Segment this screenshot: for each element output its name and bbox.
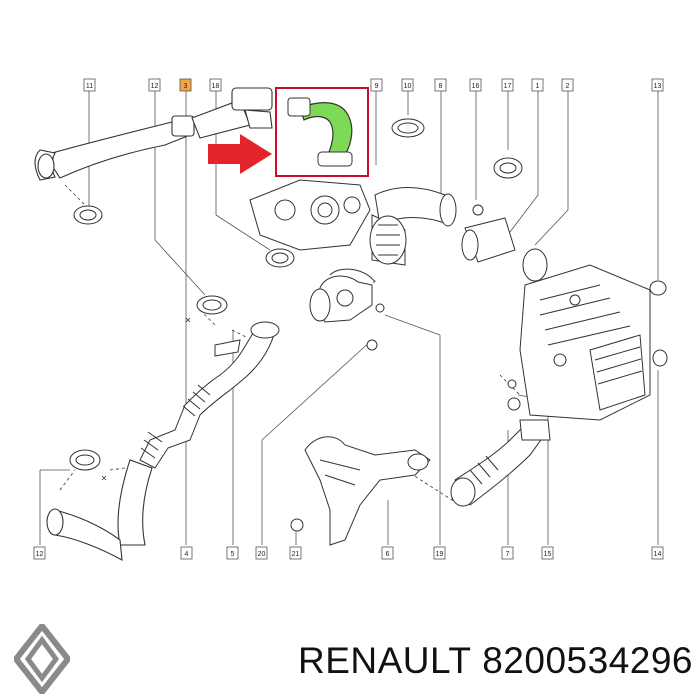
callout-9: 9	[370, 78, 383, 92]
callout-5: 5	[226, 546, 239, 560]
callout-17: 17	[501, 78, 514, 92]
callout-number: 11	[86, 83, 93, 90]
callout-number: 4	[185, 551, 189, 558]
callout-box	[531, 78, 544, 92]
callout-number: 3	[184, 83, 188, 90]
callout-2: 2	[561, 78, 574, 92]
callout-box	[33, 546, 46, 560]
air-duct	[290, 436, 431, 546]
turbo-housing	[249, 179, 457, 266]
callout-16: 16	[469, 78, 482, 92]
callout-number: 15	[544, 551, 552, 558]
callout-15: 15	[541, 546, 554, 560]
brand-name: RENAULT	[298, 640, 472, 681]
footer-caption: RENAULT 8200534296	[298, 640, 693, 682]
callout-14: 14	[651, 546, 664, 560]
callout-box	[561, 78, 574, 92]
renault-logo-icon	[14, 624, 70, 694]
throttle-body	[309, 268, 385, 351]
corrugated-hose	[139, 321, 280, 469]
callout-box	[179, 78, 192, 92]
callout-box	[501, 78, 514, 92]
callout-box	[370, 78, 383, 92]
callout-11: 11	[83, 78, 96, 92]
callout-box	[541, 546, 554, 560]
callout-number: 10	[404, 83, 412, 90]
callout-number: 12	[36, 551, 44, 558]
callout-12: 12	[33, 546, 46, 560]
callout-box	[289, 546, 302, 560]
outlet-hose	[450, 419, 551, 507]
callout-number: 19	[436, 551, 444, 558]
callout-20: 20	[255, 546, 268, 560]
callout-number: 2	[566, 83, 570, 90]
callout-box	[148, 78, 161, 92]
callout-4: 4	[180, 546, 193, 560]
callout-number: 13	[654, 83, 662, 90]
hose-flange	[317, 151, 353, 167]
callout-box	[255, 546, 268, 560]
callout-box	[469, 78, 482, 92]
callout-number: 17	[504, 83, 512, 90]
callout-box	[401, 78, 414, 92]
callout-box	[180, 546, 193, 560]
callout-19: 19	[433, 546, 446, 560]
callout-21: 21	[289, 546, 302, 560]
highlight-box	[275, 87, 369, 177]
callout-box	[83, 78, 96, 92]
clamps	[69, 118, 523, 471]
callout-18: 18	[209, 78, 222, 92]
air-flow-meter	[461, 204, 548, 282]
callout-box	[651, 546, 664, 560]
callout-number: 8	[439, 83, 443, 90]
intake-pipe-upper	[34, 87, 273, 181]
callout-number: 16	[472, 83, 480, 90]
callout-box	[209, 78, 222, 92]
callout-number: 9	[375, 83, 379, 90]
callout-6: 6	[381, 546, 394, 560]
callout-12: 12	[148, 78, 161, 92]
callout-box	[651, 78, 664, 92]
callout-number: 21	[292, 551, 300, 558]
callout-7: 7	[501, 546, 514, 560]
callout-number: 6	[386, 551, 390, 558]
callout-3: 3	[179, 78, 192, 92]
engine-block	[507, 264, 668, 421]
leader-lines	[39, 91, 659, 545]
callout-box	[381, 546, 394, 560]
part-number: 8200534296	[482, 640, 694, 681]
red-arrow	[208, 134, 272, 174]
callout-number: 12	[151, 83, 159, 90]
callout-number: 20	[258, 551, 266, 558]
callout-box	[434, 78, 447, 92]
callout-box	[501, 546, 514, 560]
x-markers	[101, 317, 191, 481]
callout-box	[433, 546, 446, 560]
callout-number: 1	[536, 83, 540, 90]
hose-fitting	[287, 97, 311, 117]
callout-number: 7	[506, 551, 510, 558]
callout-13: 13	[651, 78, 664, 92]
callout-number: 14	[654, 551, 662, 558]
callout-box	[226, 546, 239, 560]
callout-number: 5	[231, 551, 235, 558]
callout-8: 8	[434, 78, 447, 92]
callout-10: 10	[401, 78, 414, 92]
lower-pipe	[46, 459, 153, 561]
callout-1: 1	[531, 78, 544, 92]
callout-number: 18	[212, 83, 220, 90]
